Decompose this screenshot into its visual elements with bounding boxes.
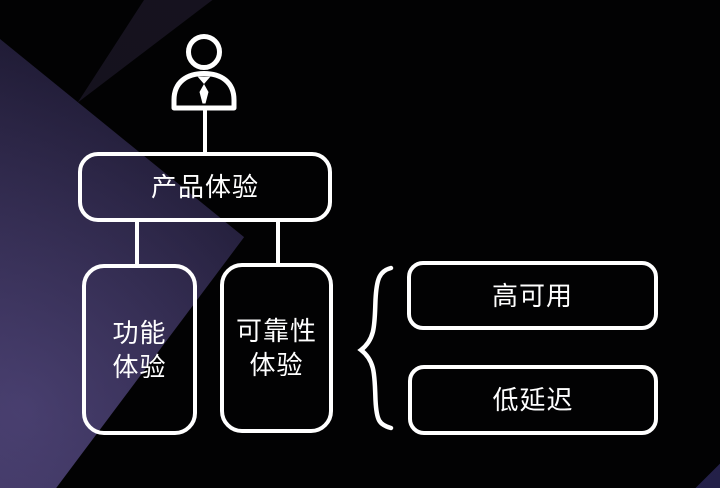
connector-root-to-reliability bbox=[276, 220, 280, 265]
node-product-experience: 产品体验 bbox=[78, 152, 332, 222]
connector-person-to-root bbox=[203, 108, 207, 154]
node-high-availability: 高可用 bbox=[407, 261, 658, 330]
node-low-latency: 低延迟 bbox=[408, 365, 658, 435]
connector-root-to-functional bbox=[135, 220, 139, 266]
curly-brace-icon bbox=[357, 265, 394, 431]
person-icon bbox=[171, 34, 237, 111]
node-functional-experience: 功能 体验 bbox=[82, 264, 197, 435]
node-reliability-experience: 可靠性 体验 bbox=[220, 263, 333, 433]
